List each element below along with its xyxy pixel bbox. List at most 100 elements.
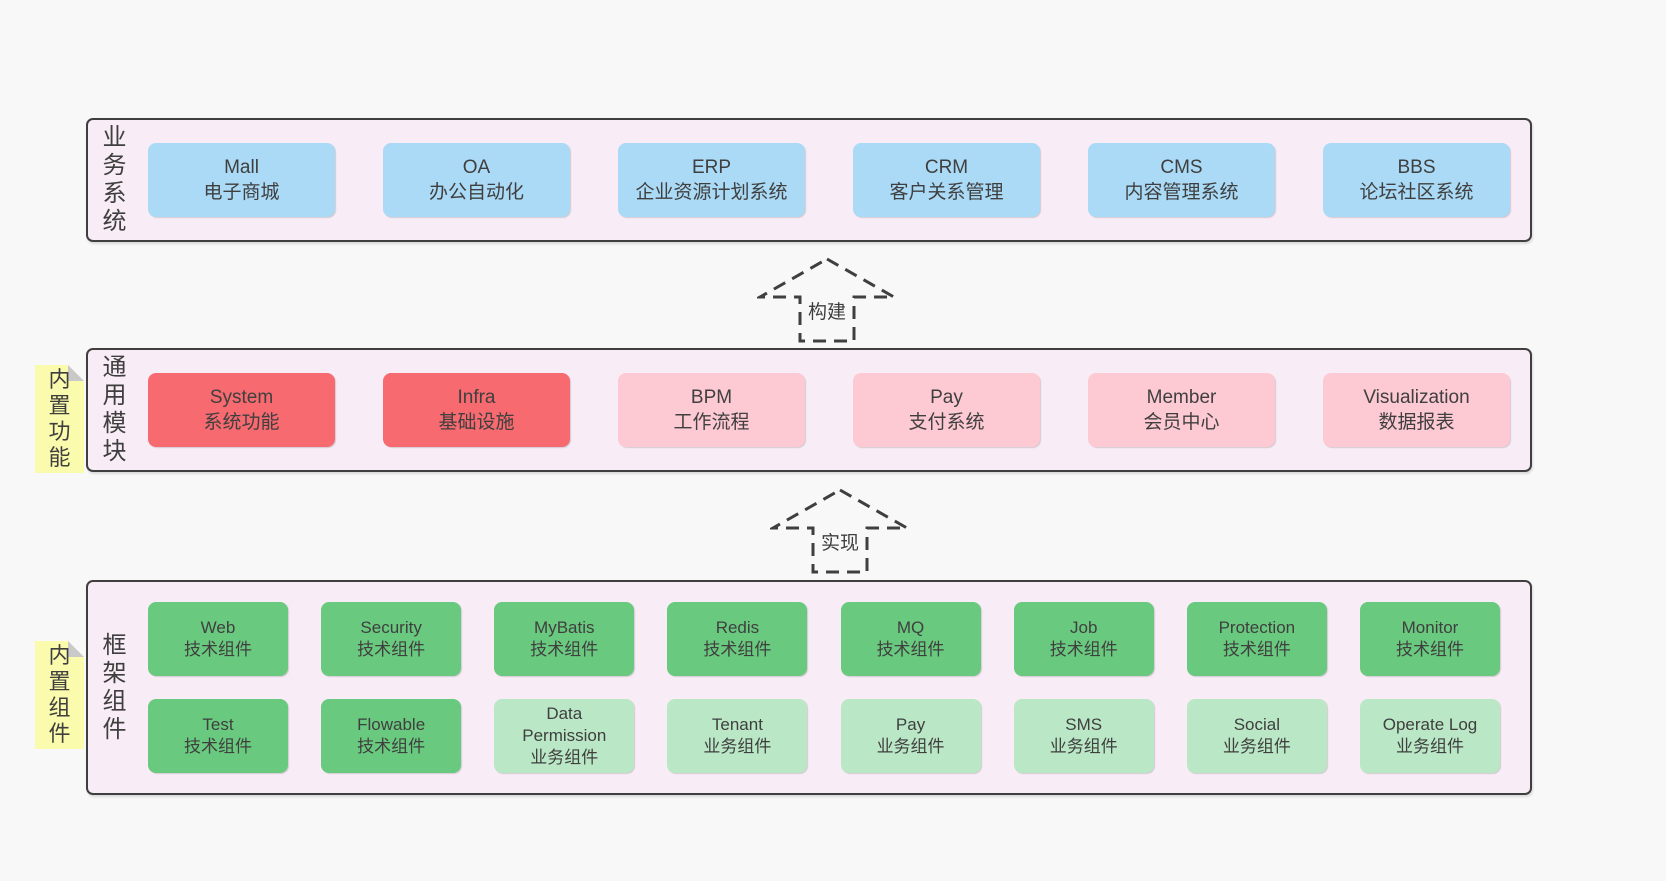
sticky-note-background xyxy=(35,365,84,473)
box-title: Operate Log xyxy=(1382,715,1478,734)
build-arrow: 构建 xyxy=(757,256,897,344)
box-pay-system: Pay 支付系统 xyxy=(853,373,1040,447)
box-infra: Infra 基础设施 xyxy=(383,373,570,447)
box-data-permission: Data Permission 业务组件 xyxy=(494,699,635,773)
box-title: SMS xyxy=(1065,715,1103,734)
box-operate-log: Operate Log 业务组件 xyxy=(1359,699,1500,773)
box-title: BPM xyxy=(690,387,733,408)
box-social: Social 业务组件 xyxy=(1186,699,1327,773)
box-title: Infra xyxy=(457,387,496,408)
implement-arrow-label: 实现 xyxy=(817,527,863,556)
box-subtitle: 技术组件 xyxy=(1049,640,1118,659)
box-job: Job 技术组件 xyxy=(1013,602,1154,676)
box-subtitle: 技术组件 xyxy=(1222,640,1291,659)
framework-row-1: Web 技术组件 Security 技术组件 MyBatis 技术组件 Redi… xyxy=(148,602,1500,676)
box-subtitle: 客户关系管理 xyxy=(889,182,1004,203)
box-title: Protection xyxy=(1218,618,1296,637)
box-subtitle: 业务组件 xyxy=(1049,737,1118,756)
box-subtitle: 论坛社区系统 xyxy=(1359,182,1474,203)
note-built-in-features: 内置功能 xyxy=(35,365,84,473)
box-subtitle: 业务组件 xyxy=(1395,737,1464,756)
box-mall: Mall 电子商城 xyxy=(148,143,335,217)
business-systems-boxes: Mall 电子商城 OA 办公自动化 ERP 企业资源计划系统 CRM 客户关系… xyxy=(148,120,1510,240)
box-subtitle: 内容管理系统 xyxy=(1124,182,1239,203)
box-title: Mall xyxy=(224,157,259,178)
box-subtitle: 业务组件 xyxy=(530,748,599,767)
box-mq: MQ 技术组件 xyxy=(840,602,981,676)
box-title: Web xyxy=(200,618,236,637)
box-protection: Protection 技术组件 xyxy=(1186,602,1327,676)
box-subtitle: 办公自动化 xyxy=(428,182,524,203)
box-title: Security xyxy=(360,618,422,637)
box-title: Monitor xyxy=(1401,618,1459,637)
box-subtitle: 技术组件 xyxy=(876,640,945,659)
box-subtitle: 会员中心 xyxy=(1143,412,1220,433)
box-title: CRM xyxy=(924,157,969,178)
box-title: Social xyxy=(1233,715,1280,734)
box-bbs: BBS 论坛社区系统 xyxy=(1323,143,1510,217)
box-subtitle: 支付系统 xyxy=(908,412,985,433)
box-sms: SMS 业务组件 xyxy=(1013,699,1154,773)
box-erp: ERP 企业资源计划系统 xyxy=(618,143,805,217)
box-web: Web 技术组件 xyxy=(148,602,288,676)
box-mybatis: MyBatis 技术组件 xyxy=(494,602,635,676)
box-security: Security 技术组件 xyxy=(321,602,462,676)
box-subtitle: 技术组件 xyxy=(184,737,252,756)
box-subtitle: 业务组件 xyxy=(1222,737,1291,756)
box-title: Pay xyxy=(895,715,926,734)
box-redis: Redis 技术组件 xyxy=(667,602,808,676)
box-member: Member 会员中心 xyxy=(1088,373,1275,447)
box-title: BBS xyxy=(1397,157,1436,178)
box-title: MyBatis xyxy=(534,618,595,637)
common-modules-boxes: System 系统功能 Infra 基础设施 BPM 工作流程 Pay 支付系统… xyxy=(148,350,1510,470)
box-title: Job xyxy=(1069,618,1098,637)
box-subtitle: 系统功能 xyxy=(203,412,280,433)
box-subtitle: 技术组件 xyxy=(703,640,772,659)
note-built-in-components: 内置组件 xyxy=(35,641,84,749)
box-subtitle: 电子商城 xyxy=(203,182,280,203)
box-title: Pay xyxy=(930,387,963,408)
box-cms: CMS 内容管理系统 xyxy=(1088,143,1275,217)
box-title: Redis xyxy=(715,618,760,637)
note-label: 内置功能 xyxy=(48,367,71,470)
layer-label-common-modules: 通用模块 xyxy=(102,354,128,465)
box-tenant: Tenant 业务组件 xyxy=(667,699,808,773)
box-title: Tenant xyxy=(711,715,763,734)
layer-business-systems: 业务系统 Mall 电子商城 OA 办公自动化 ERP 企业资源计划系统 CRM… xyxy=(86,118,1532,242)
box-title: Member xyxy=(1146,387,1217,408)
box-title: Visualization xyxy=(1363,387,1470,408)
box-title: System xyxy=(209,387,274,408)
box-test: Test 技术组件 xyxy=(148,699,288,773)
box-subtitle: 技术组件 xyxy=(530,640,599,659)
box-subtitle: 业务组件 xyxy=(703,737,772,756)
box-monitor: Monitor 技术组件 xyxy=(1359,602,1500,676)
box-system: System 系统功能 xyxy=(148,373,335,447)
framework-row-2: Test 技术组件 Flowable 技术组件 Data Permission … xyxy=(148,699,1500,773)
box-title: Test xyxy=(202,715,234,734)
framework-components-rows: Web 技术组件 Security 技术组件 MyBatis 技术组件 Redi… xyxy=(148,602,1500,773)
implement-arrow: 实现 xyxy=(770,487,910,575)
box-subtitle: 技术组件 xyxy=(1395,640,1464,659)
box-pay-component: Pay 业务组件 xyxy=(840,699,981,773)
layer-framework-components: 框架组件 Web 技术组件 Security 技术组件 MyBatis 技术组件… xyxy=(86,580,1532,795)
sticky-note-background xyxy=(35,641,84,749)
box-bpm: BPM 工作流程 xyxy=(618,373,805,447)
box-subtitle: 技术组件 xyxy=(184,640,252,659)
box-subtitle: 技术组件 xyxy=(357,640,426,659)
layer-common-modules: 通用模块 System 系统功能 Infra 基础设施 BPM 工作流程 Pay… xyxy=(86,348,1532,472)
box-subtitle: 业务组件 xyxy=(876,737,945,756)
box-title: CMS xyxy=(1160,157,1203,178)
box-subtitle: 基础设施 xyxy=(438,412,515,433)
box-subtitle: 企业资源计划系统 xyxy=(635,182,788,203)
note-label: 内置组件 xyxy=(48,643,71,746)
box-subtitle: 数据报表 xyxy=(1378,412,1455,433)
box-oa: OA 办公自动化 xyxy=(383,143,570,217)
box-title: Data Permission xyxy=(522,704,607,745)
box-title: OA xyxy=(462,157,491,178)
box-title: Flowable xyxy=(357,715,426,734)
layer-label-business-systems: 业务系统 xyxy=(102,124,128,235)
box-subtitle: 技术组件 xyxy=(357,737,426,756)
box-subtitle: 工作流程 xyxy=(673,412,750,433)
box-visualization: Visualization 数据报表 xyxy=(1323,373,1510,447)
